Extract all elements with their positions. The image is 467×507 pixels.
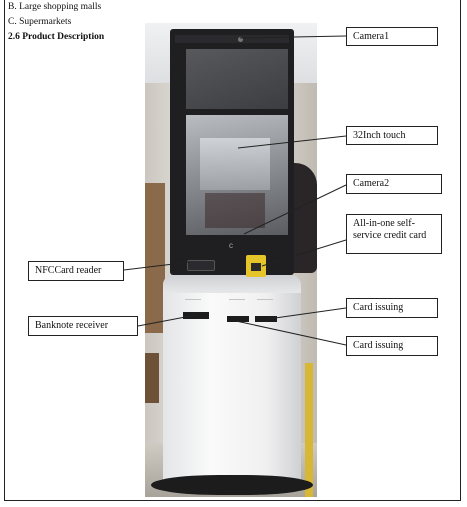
screen-reflection-dark xyxy=(205,193,265,228)
callout-camera1: Camera1 xyxy=(346,27,438,46)
banknote-slot xyxy=(183,312,209,319)
callout-camera2: Camera2 xyxy=(346,174,442,194)
screen-reflection xyxy=(200,138,270,190)
card-slot-engraving xyxy=(229,299,245,304)
kiosk-lower-body xyxy=(163,275,301,485)
page-frame xyxy=(4,0,461,501)
doc-line-large-shopping-malls: B. Large shopping malls xyxy=(8,2,102,12)
credit-card-reader-slot xyxy=(251,263,261,271)
callout-card-issuing-2: Card issuing xyxy=(346,336,438,356)
kiosk-top-bezel xyxy=(175,35,289,43)
section-heading-product-description: 2.6 Product Description xyxy=(8,32,105,42)
doc-line-supermarkets: C. Supermarkets xyxy=(8,17,72,27)
callout-nfc-card-reader: NFCCard reader xyxy=(28,261,124,281)
kiosk-base xyxy=(151,475,313,495)
card-issuing-slot-2 xyxy=(255,316,277,322)
photo-background-cabinet xyxy=(145,183,165,333)
callout-32inch-touch: 32Inch touch xyxy=(346,126,438,145)
camera2-lens: c xyxy=(229,241,233,250)
kiosk-body-lip xyxy=(163,275,301,293)
photo-background-cabinet-lower xyxy=(145,353,159,403)
nfc-reader-pad xyxy=(187,260,215,271)
callout-credit-card: All-in-one self-service credit card xyxy=(346,214,442,254)
callout-card-issuing-1: Card issuing xyxy=(346,298,438,318)
callout-banknote-receiver: Banknote receiver xyxy=(28,316,138,336)
banknote-engraving xyxy=(185,299,201,304)
kiosk-upper-display xyxy=(186,49,288,109)
card-issuing-slot-1 xyxy=(227,316,249,322)
camera1-lens xyxy=(238,37,243,42)
card-slot-engraving-2 xyxy=(257,299,273,304)
kiosk-photo: c xyxy=(145,23,317,497)
photo-yellow-post xyxy=(305,363,313,497)
